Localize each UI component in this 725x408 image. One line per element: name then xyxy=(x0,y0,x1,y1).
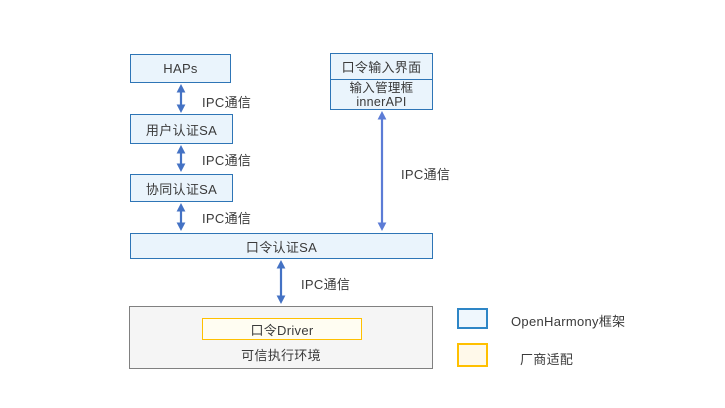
node-input-manager-frame: 输入管理框 innerAPI xyxy=(330,79,433,110)
node-haps: HAPs xyxy=(130,54,231,83)
input-manager-frame-label: 输入管理框 xyxy=(349,80,414,95)
ipc-label-coauth-pinauth: IPC通信 xyxy=(202,211,252,226)
ipc-label-inputmgr-pinauth: IPC通信 xyxy=(401,167,451,182)
ipc-label-haps-userauth: IPC通信 xyxy=(202,95,252,110)
node-user-auth-sa: 用户认证SA xyxy=(130,114,233,144)
node-pin-driver: 口令Driver xyxy=(202,318,362,340)
trusted-execution-env-label: 可信执行环境 xyxy=(241,348,321,363)
legend-label-vendor: 厂商适配 xyxy=(520,352,574,367)
ipc-arrow-haps-userauth-icon xyxy=(176,84,186,113)
legend-swatch-openharmony xyxy=(457,308,488,329)
ipc-arrow-inputmgr-pinauth-icon xyxy=(377,111,387,231)
node-co-auth-sa: 协同认证SA xyxy=(130,174,233,202)
node-pin-input-ui: 口令输入界面 xyxy=(330,53,433,80)
ipc-arrow-userauth-coauth-icon xyxy=(176,145,186,172)
ipc-arrow-coauth-pinauth-icon xyxy=(176,203,186,231)
legend-swatch-vendor xyxy=(457,343,488,367)
ipc-label-pinauth-tee: IPC通信 xyxy=(301,277,351,292)
legend-label-openharmony: OpenHarmony框架 xyxy=(511,314,626,329)
node-pin-auth-sa: 口令认证SA xyxy=(130,233,433,259)
ipc-label-userauth-coauth: IPC通信 xyxy=(202,153,252,168)
inner-api-label: innerAPI xyxy=(356,94,407,109)
ipc-arrow-pinauth-tee-icon xyxy=(276,260,286,304)
